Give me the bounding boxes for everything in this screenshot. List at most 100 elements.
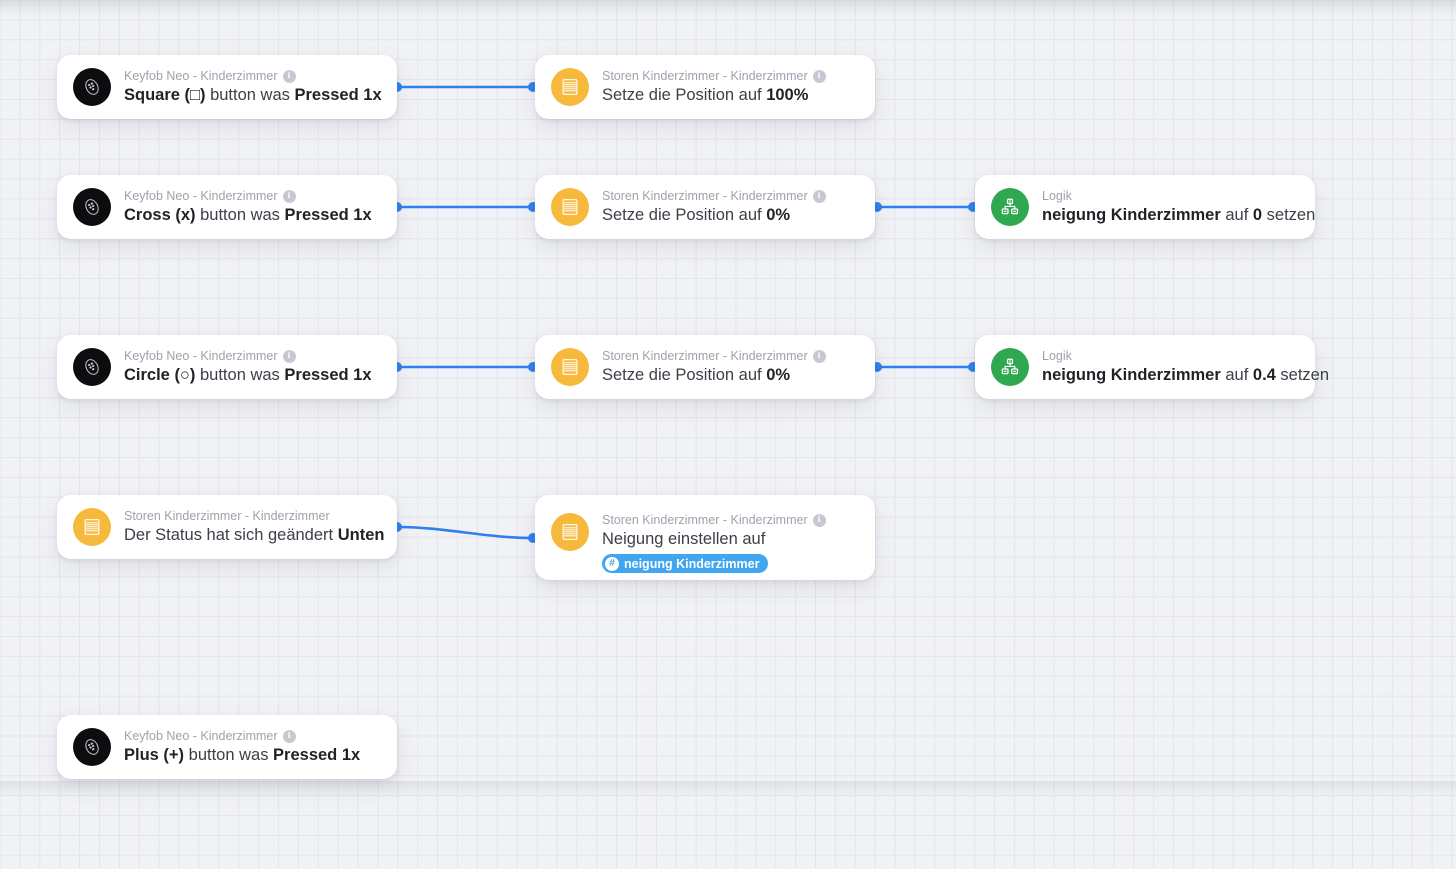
node-title-segment: Setze die Position auf (602, 365, 767, 384)
node-title-segment: button was (205, 85, 295, 104)
sitemap-icon (991, 188, 1029, 226)
sitemap-icon (991, 348, 1029, 386)
node-title-segment: 0% (766, 205, 791, 224)
flow-node-logic-neigung-04[interactable]: Logik neigung Kinderzimmer auf 0.4 setze… (975, 335, 1329, 399)
node-title: neigung Kinderzimmer auf 0 setzen (1042, 206, 1315, 224)
node-subtitle: Storen Kinderzimmer - Kinderzimmer i (602, 189, 859, 204)
node-title-segment: Square (□) (124, 85, 206, 104)
node-subtitle: Logik (1042, 189, 1299, 204)
node-body: Keyfob Neo - Kinderzimmer i Cross (x) bu… (124, 189, 381, 226)
flow-node-logic-neigung-0[interactable]: Logik neigung Kinderzimmer auf 0 setzen (975, 175, 1315, 239)
node-title-segment: Pressed 1x (294, 85, 382, 104)
node-subtitle-text: Storen Kinderzimmer - Kinderzimmer (124, 508, 330, 523)
flow-node-trigger-status[interactable]: Storen Kinderzimmer - Kinderzimmer Der S… (57, 495, 397, 559)
info-icon[interactable]: i (282, 189, 296, 203)
node-subtitle-text: Storen Kinderzimmer - Kinderzimmer (602, 68, 808, 83)
node-title-segment: Der Status hat sich geändert (124, 525, 338, 544)
node-body: Logik neigung Kinderzimmer auf 0.4 setze… (1042, 349, 1329, 386)
node-title-segment: neigung Kinderzimmer (1042, 365, 1221, 384)
node-subtitle-text: Keyfob Neo - Kinderzimmer (124, 68, 278, 83)
node-subtitle: Keyfob Neo - Kinderzimmer i (124, 69, 381, 84)
node-title: Setze die Position auf 100% (602, 86, 808, 104)
info-icon[interactable]: i (812, 349, 826, 363)
node-title-segment: Neigung einstellen auf (602, 530, 766, 548)
node-title-segment: Unten (337, 525, 385, 544)
variable-chip[interactable]: # neigung Kinderzimmer (602, 554, 769, 573)
node-title-segment: Cross (x) (124, 205, 196, 224)
hash-icon: # (605, 556, 619, 571)
node-title-segment: Circle (○) (124, 365, 196, 384)
flow-node-action-pos-100[interactable]: Storen Kinderzimmer - Kinderzimmer i Set… (535, 55, 875, 119)
node-subtitle-text: Keyfob Neo - Kinderzimmer (124, 728, 278, 743)
node-subtitle: Logik (1042, 349, 1299, 364)
blind-icon (551, 513, 589, 551)
flow-node-trigger-square[interactable]: Keyfob Neo - Kinderzimmer i Square (□) b… (57, 55, 397, 119)
node-body: Storen Kinderzimmer - Kinderzimmer i Set… (602, 349, 859, 386)
node-title-segment: Setze die Position auf (602, 85, 767, 104)
node-subtitle-text: Keyfob Neo - Kinderzimmer (124, 188, 278, 203)
node-body: Storen Kinderzimmer - Kinderzimmer i Set… (602, 189, 859, 226)
info-icon[interactable]: i (812, 69, 826, 83)
keyfob-icon (73, 728, 111, 766)
node-title-segment: neigung Kinderzimmer (1042, 205, 1221, 224)
node-title: Setze die Position auf 0% (602, 366, 790, 384)
node-title: Plus (+) button was Pressed 1x (124, 746, 360, 764)
node-title-segment: Pressed 1x (284, 205, 372, 224)
node-title-segment: Pressed 1x (284, 365, 372, 384)
node-title-segment: setzen (1275, 365, 1330, 384)
node-subtitle: Keyfob Neo - Kinderzimmer i (124, 189, 381, 204)
node-title-segment: 0.4 (1252, 365, 1276, 384)
variable-chip-label: neigung Kinderzimmer (624, 556, 760, 571)
node-subtitle-text: Keyfob Neo - Kinderzimmer (124, 348, 278, 363)
node-subtitle: Storen Kinderzimmer - Kinderzimmer i (602, 513, 859, 528)
bottom-edge-shadow (0, 781, 1456, 797)
node-body: Storen Kinderzimmer - Kinderzimmer i Set… (602, 69, 859, 106)
flow-node-trigger-cross[interactable]: Keyfob Neo - Kinderzimmer i Cross (x) bu… (57, 175, 397, 239)
node-title-segment: Plus (+) (124, 745, 185, 764)
node-title-segment: 0% (766, 365, 791, 384)
flow-node-action-pos-0-b[interactable]: Storen Kinderzimmer - Kinderzimmer i Set… (535, 335, 875, 399)
node-title-segment: 100% (766, 85, 809, 104)
node-subtitle: Storen Kinderzimmer - Kinderzimmer (124, 509, 381, 524)
node-body: Logik neigung Kinderzimmer auf 0 setzen (1042, 189, 1315, 226)
blind-icon (73, 508, 111, 546)
node-title: Setze die Position auf 0% (602, 206, 790, 224)
blind-icon (551, 348, 589, 386)
node-body: Keyfob Neo - Kinderzimmer i Circle (○) b… (124, 349, 381, 386)
node-title-segment: auf (1220, 365, 1253, 384)
node-title-segment: button was (195, 205, 285, 224)
node-subtitle: Keyfob Neo - Kinderzimmer i (124, 349, 381, 364)
blind-icon (551, 68, 589, 106)
node-title-segment: auf (1220, 205, 1253, 224)
node-title: Der Status hat sich geändert Unten (124, 526, 384, 544)
node-title: Square (□) button was Pressed 1x (124, 86, 382, 104)
flow-node-trigger-plus[interactable]: Keyfob Neo - Kinderzimmer i Plus (+) but… (57, 715, 397, 779)
node-subtitle-text: Logik (1042, 188, 1072, 203)
node-subtitle-text: Logik (1042, 348, 1072, 363)
keyfob-icon (73, 68, 111, 106)
node-title-segment: button was (184, 745, 274, 764)
node-title-segment: Pressed 1x (273, 745, 361, 764)
node-subtitle-text: Storen Kinderzimmer - Kinderzimmer (602, 188, 808, 203)
node-title: Neigung einstellen auf (602, 530, 765, 548)
flow-node-trigger-circle[interactable]: Keyfob Neo - Kinderzimmer i Circle (○) b… (57, 335, 397, 399)
node-title-segment: Setze die Position auf (602, 205, 767, 224)
info-icon[interactable]: i (282, 349, 296, 363)
node-body: Storen Kinderzimmer - Kinderzimmer Der S… (124, 509, 384, 546)
flow-node-action-neigung-var[interactable]: Storen Kinderzimmer - Kinderzimmer i Nei… (535, 495, 875, 580)
info-icon[interactable]: i (282, 69, 296, 83)
flow-node-action-pos-0-a[interactable]: Storen Kinderzimmer - Kinderzimmer i Set… (535, 175, 875, 239)
node-title-segment: button was (195, 365, 285, 384)
info-icon[interactable]: i (282, 729, 296, 743)
node-title: Cross (x) button was Pressed 1x (124, 206, 372, 224)
keyfob-icon (73, 188, 111, 226)
node-body: Storen Kinderzimmer - Kinderzimmer i Nei… (602, 513, 859, 573)
node-title-segment: setzen (1262, 205, 1316, 224)
info-icon[interactable]: i (812, 189, 826, 203)
node-subtitle-text: Storen Kinderzimmer - Kinderzimmer (602, 513, 808, 527)
node-title: Circle (○) button was Pressed 1x (124, 366, 372, 384)
node-title-segment: 0 (1252, 205, 1263, 224)
info-icon[interactable]: i (812, 514, 826, 527)
node-subtitle-text: Storen Kinderzimmer - Kinderzimmer (602, 348, 808, 363)
